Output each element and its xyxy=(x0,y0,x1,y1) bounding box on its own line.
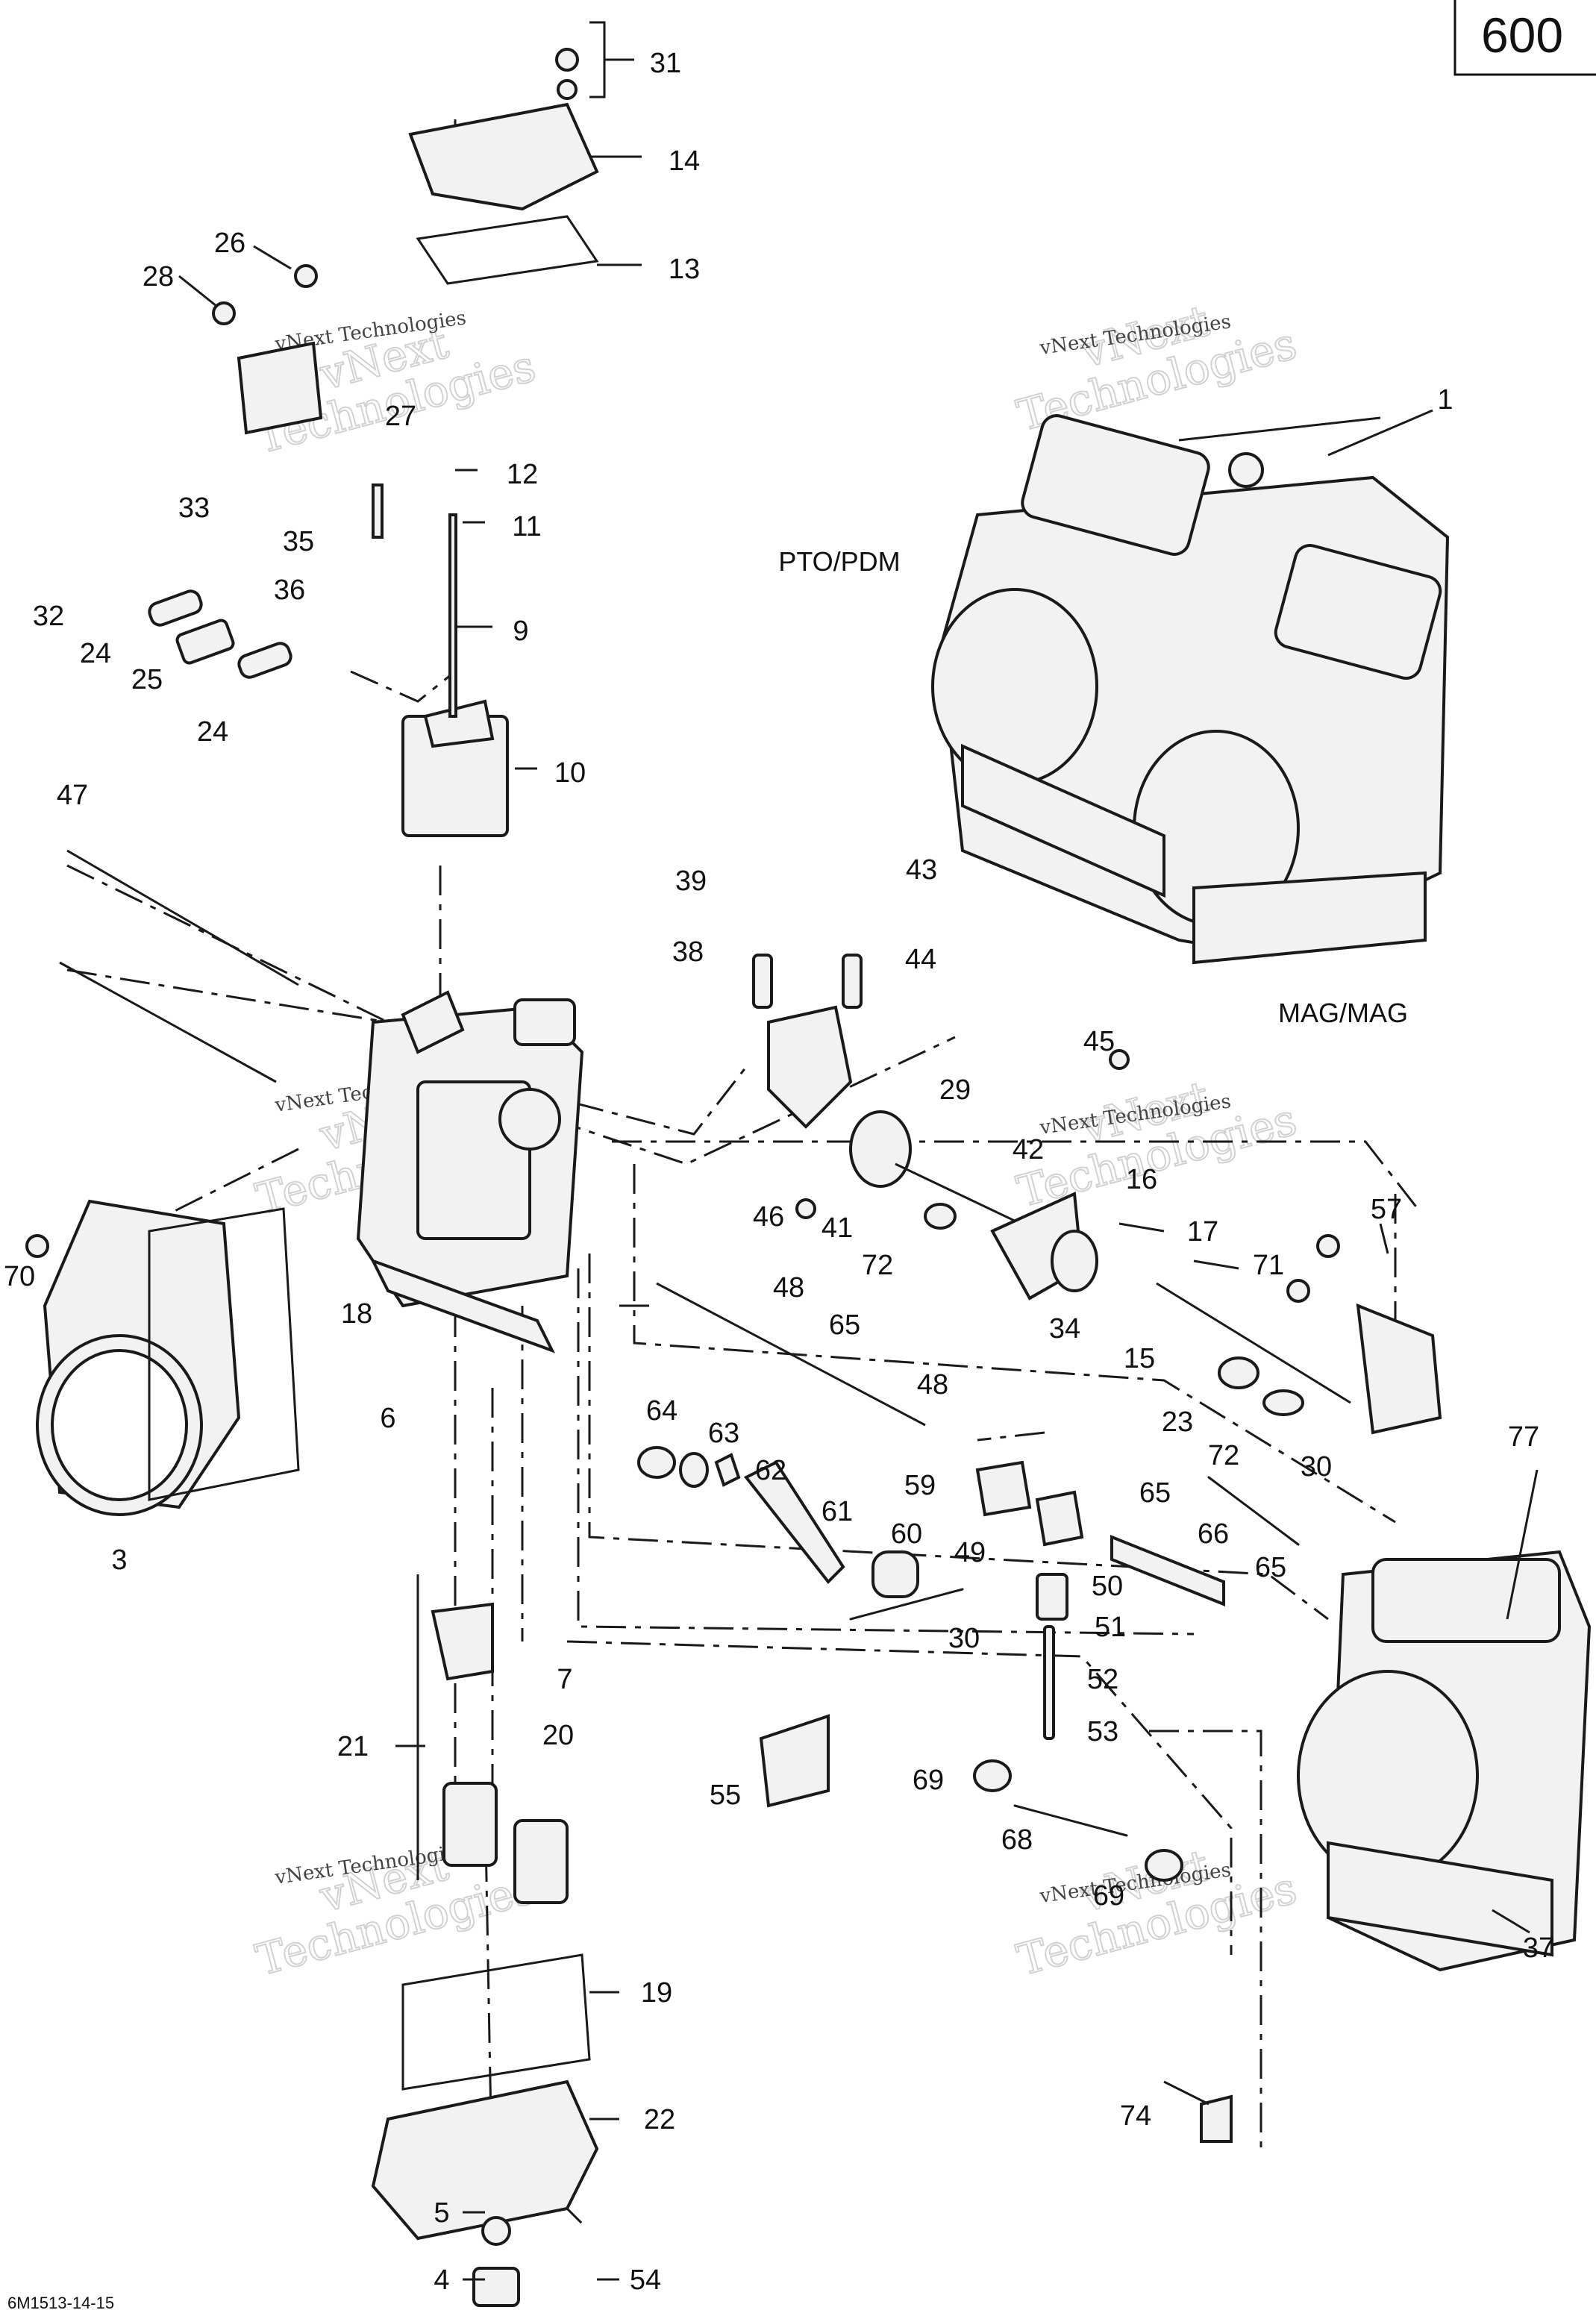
page-number: 600 xyxy=(1481,7,1563,63)
callout-24: 24 xyxy=(197,716,228,748)
callout-27: 27 xyxy=(385,401,416,432)
callout-53: 53 xyxy=(1087,1716,1118,1747)
callout-59: 59 xyxy=(904,1470,936,1501)
callout-61: 61 xyxy=(822,1496,853,1527)
callout-21: 21 xyxy=(337,1731,369,1762)
figure-code: 6M1513-14-15 xyxy=(7,2294,114,2312)
float-assembly xyxy=(416,1574,569,1904)
callout-60: 60 xyxy=(891,1518,922,1550)
callout-55: 55 xyxy=(710,1780,741,1811)
callout-34: 34 xyxy=(1049,1313,1080,1345)
callout-30: 30 xyxy=(1301,1451,1332,1483)
callout-68: 68 xyxy=(1001,1824,1033,1856)
linkage-parts xyxy=(148,48,579,718)
callout-23: 23 xyxy=(1162,1406,1193,1438)
callout-32: 32 xyxy=(33,601,64,632)
mag-label: MAG/MAG xyxy=(1278,998,1408,1028)
callout-26: 26 xyxy=(214,228,245,259)
callout-6: 6 xyxy=(380,1403,395,1434)
callout-4: 4 xyxy=(434,2265,449,2296)
callout-12: 12 xyxy=(507,459,538,490)
callout-35: 35 xyxy=(283,526,314,557)
callout-65: 65 xyxy=(1139,1477,1171,1509)
callout-24: 24 xyxy=(80,638,111,669)
callout-42: 42 xyxy=(1013,1134,1044,1165)
callout-48: 48 xyxy=(773,1272,804,1303)
callout-39: 39 xyxy=(675,866,707,897)
mag-carburetor xyxy=(1297,1550,1592,1972)
carburetor-body xyxy=(356,990,584,1353)
callout-1: 1 xyxy=(1437,384,1453,416)
callout-22: 22 xyxy=(644,2104,675,2135)
callout-7: 7 xyxy=(557,1664,572,1695)
callout-64: 64 xyxy=(646,1395,677,1427)
callout-65: 65 xyxy=(1255,1552,1286,1583)
callout-50: 50 xyxy=(1092,1571,1123,1602)
callout-57: 57 xyxy=(1371,1194,1402,1225)
callout-51: 51 xyxy=(1095,1612,1126,1643)
callout-29: 29 xyxy=(939,1074,971,1106)
callout-62: 62 xyxy=(755,1455,786,1486)
callout-33: 33 xyxy=(178,492,210,524)
callout-leaders xyxy=(178,21,1539,2281)
callout-43: 43 xyxy=(906,854,937,886)
intake-adaptor xyxy=(36,1199,241,1516)
callout-46: 46 xyxy=(753,1201,784,1233)
callout-3: 3 xyxy=(111,1544,127,1576)
callout-74: 74 xyxy=(1120,2100,1151,2132)
throttle-parts xyxy=(25,849,1442,2143)
callout-17: 17 xyxy=(1187,1216,1218,1248)
callout-44: 44 xyxy=(905,944,936,975)
throttle-slide xyxy=(401,699,509,837)
callout-9: 9 xyxy=(513,616,528,647)
callout-69: 69 xyxy=(913,1765,944,1796)
callout-47: 47 xyxy=(57,780,88,811)
callout-10: 10 xyxy=(554,757,586,789)
callout-69: 69 xyxy=(1093,1880,1124,1912)
callout-25: 25 xyxy=(131,664,163,695)
pto-carburetor xyxy=(931,414,1450,965)
callout-66: 66 xyxy=(1198,1518,1229,1550)
callout-72: 72 xyxy=(1208,1440,1239,1471)
callout-70: 70 xyxy=(4,1261,35,1292)
callout-5: 5 xyxy=(434,2197,449,2229)
callout-28: 28 xyxy=(143,261,174,292)
callout-71: 71 xyxy=(1253,1250,1284,1281)
callout-63: 63 xyxy=(708,1418,739,1449)
callout-11: 11 xyxy=(512,511,541,542)
callout-18: 18 xyxy=(341,1298,372,1330)
callout-77: 77 xyxy=(1508,1421,1539,1453)
page-number-box: 600 xyxy=(1453,0,1596,76)
callout-36: 36 xyxy=(274,575,305,606)
callout-13: 13 xyxy=(669,254,700,285)
callout-41: 41 xyxy=(822,1212,853,1244)
callout-52: 52 xyxy=(1087,1664,1118,1695)
assembly-lines xyxy=(66,119,1419,2225)
callout-19: 19 xyxy=(641,1977,672,2009)
callout-14: 14 xyxy=(669,145,700,177)
callout-16: 16 xyxy=(1126,1164,1157,1195)
callout-20: 20 xyxy=(542,1720,574,1751)
callout-54: 54 xyxy=(630,2265,661,2296)
callout-45: 45 xyxy=(1083,1026,1115,1057)
callout-37: 37 xyxy=(1523,1932,1554,1964)
gasket-18 xyxy=(148,1207,300,1501)
callout-49: 49 xyxy=(954,1537,986,1568)
callout-65: 65 xyxy=(829,1309,860,1341)
pto-label: PTO/PDM xyxy=(778,546,900,577)
float-bowl-group xyxy=(371,1953,599,2307)
callout-72: 72 xyxy=(862,1250,893,1281)
callout-31: 31 xyxy=(650,48,681,79)
callout-numbers: 31 14 13 26 28 27 1 12 11 33 35 36 9 32 … xyxy=(4,48,1554,2296)
callout-48: 48 xyxy=(917,1369,948,1400)
callout-15: 15 xyxy=(1124,1343,1155,1374)
callout-30: 30 xyxy=(948,1623,980,1654)
top-cover xyxy=(408,102,599,285)
callout-38: 38 xyxy=(672,936,704,968)
